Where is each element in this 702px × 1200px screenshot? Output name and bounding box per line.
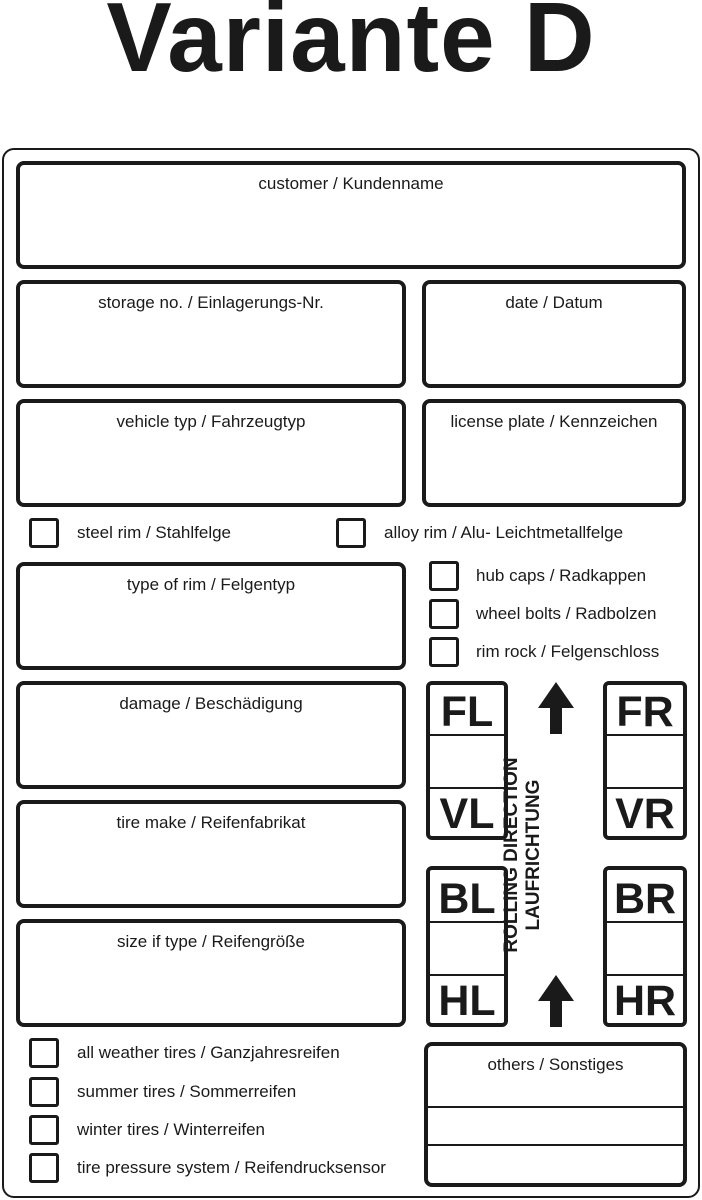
vehicle-type-label: vehicle typ / Fahrzeugtyp: [116, 412, 306, 431]
wheel-bolts-label: wheel bolts / Radbolzen: [476, 604, 657, 623]
rim-lock-label: rim rock / Felgenschloss: [476, 642, 660, 661]
date-field[interactable]: date / Datum: [422, 280, 686, 388]
wheel-label-fl: FL: [440, 688, 494, 736]
arrow-up-bottom-icon: [538, 975, 574, 1027]
summer-tires-label: summer tires / Sommerreifen: [77, 1082, 297, 1101]
storage-number-field[interactable]: storage no. / Einlagerungs-Nr.: [16, 280, 406, 388]
wheel-box-front-right[interactable]: FR VR: [603, 681, 687, 840]
steel-rim-checkbox[interactable]: [29, 518, 59, 548]
alloy-rim-label: alloy rim / Alu- Leichtmetallfelge: [384, 523, 624, 542]
wheel-label-vl: VL: [439, 790, 495, 838]
wheel-divider: [430, 974, 504, 976]
others-field[interactable]: others / Sonstiges: [424, 1042, 687, 1187]
wheel-bolts-checkbox[interactable]: [429, 599, 459, 629]
wheel-divider: [607, 787, 683, 789]
wheel-divider: [430, 921, 504, 923]
damage-label: damage / Beschädigung: [119, 694, 303, 713]
wheel-divider: [430, 787, 504, 789]
rolling-direction-de: LAUFRICHTUNG: [523, 779, 544, 931]
wheel-label-hl: HL: [438, 977, 496, 1025]
wheel-label-bl: BL: [438, 875, 496, 923]
others-line: [428, 1144, 683, 1146]
wheel-divider: [430, 734, 504, 736]
arrow-up-top-icon: [538, 682, 574, 734]
others-line: [428, 1106, 683, 1108]
all-weather-label: all weather tires / Ganzjahresreifen: [77, 1043, 340, 1062]
tire-size-field[interactable]: size if type / Reifengröße: [16, 919, 406, 1027]
all-weather-checkbox[interactable]: [29, 1038, 59, 1068]
summer-tires-checkbox[interactable]: [29, 1077, 59, 1107]
storage-number-label: storage no. / Einlagerungs-Nr.: [98, 293, 324, 312]
license-plate-field[interactable]: license plate / Kennzeichen: [422, 399, 686, 507]
hub-caps-label: hub caps / Radkappen: [476, 566, 647, 585]
tpms-checkbox[interactable]: [29, 1153, 59, 1183]
rolling-direction-en: ROLLING DIRECTION: [501, 757, 522, 953]
rim-lock-checkbox[interactable]: [429, 637, 459, 667]
wheel-box-rear-right[interactable]: BR HR: [603, 866, 687, 1027]
form-card: [2, 148, 700, 1198]
wheel-divider: [607, 921, 683, 923]
vehicle-type-field[interactable]: vehicle typ / Fahrzeugtyp: [16, 399, 406, 507]
wheel-label-br: BR: [613, 875, 677, 923]
hub-caps-checkbox[interactable]: [429, 561, 459, 591]
customer-label: customer / Kundenname: [258, 174, 444, 193]
customer-field[interactable]: customer / Kundenname: [16, 161, 686, 269]
tire-size-label: size if type / Reifengröße: [116, 932, 306, 951]
date-label: date / Datum: [505, 293, 603, 312]
tpms-label: tire pressure system / Reifendrucksensor: [77, 1158, 386, 1177]
wheel-box-front-left[interactable]: FL VL: [426, 681, 508, 840]
others-label: others / Sonstiges: [487, 1055, 624, 1074]
steel-rim-label: steel rim / Stahlfelge: [77, 523, 232, 542]
winter-tires-checkbox[interactable]: [29, 1115, 59, 1145]
alloy-rim-checkbox[interactable]: [336, 518, 366, 548]
rim-type-field[interactable]: type of rim / Felgentyp: [16, 562, 406, 670]
page-title: Variante D: [106, 0, 596, 92]
winter-tires-label: winter tires / Winterreifen: [77, 1120, 265, 1139]
wheel-divider: [607, 974, 683, 976]
wheel-label-vr: VR: [615, 790, 675, 838]
license-plate-label: license plate / Kennzeichen: [450, 412, 658, 431]
wheel-label-fr: FR: [616, 688, 674, 736]
tire-make-field[interactable]: tire make / Reifenfabrikat: [16, 800, 406, 908]
damage-field[interactable]: damage / Beschädigung: [16, 681, 406, 789]
rim-type-label: type of rim / Felgentyp: [126, 575, 296, 594]
wheel-divider: [607, 734, 683, 736]
tire-make-label: tire make / Reifenfabrikat: [116, 813, 306, 832]
wheel-box-rear-left[interactable]: BL HL: [426, 866, 508, 1027]
wheel-label-hr: HR: [613, 977, 677, 1025]
